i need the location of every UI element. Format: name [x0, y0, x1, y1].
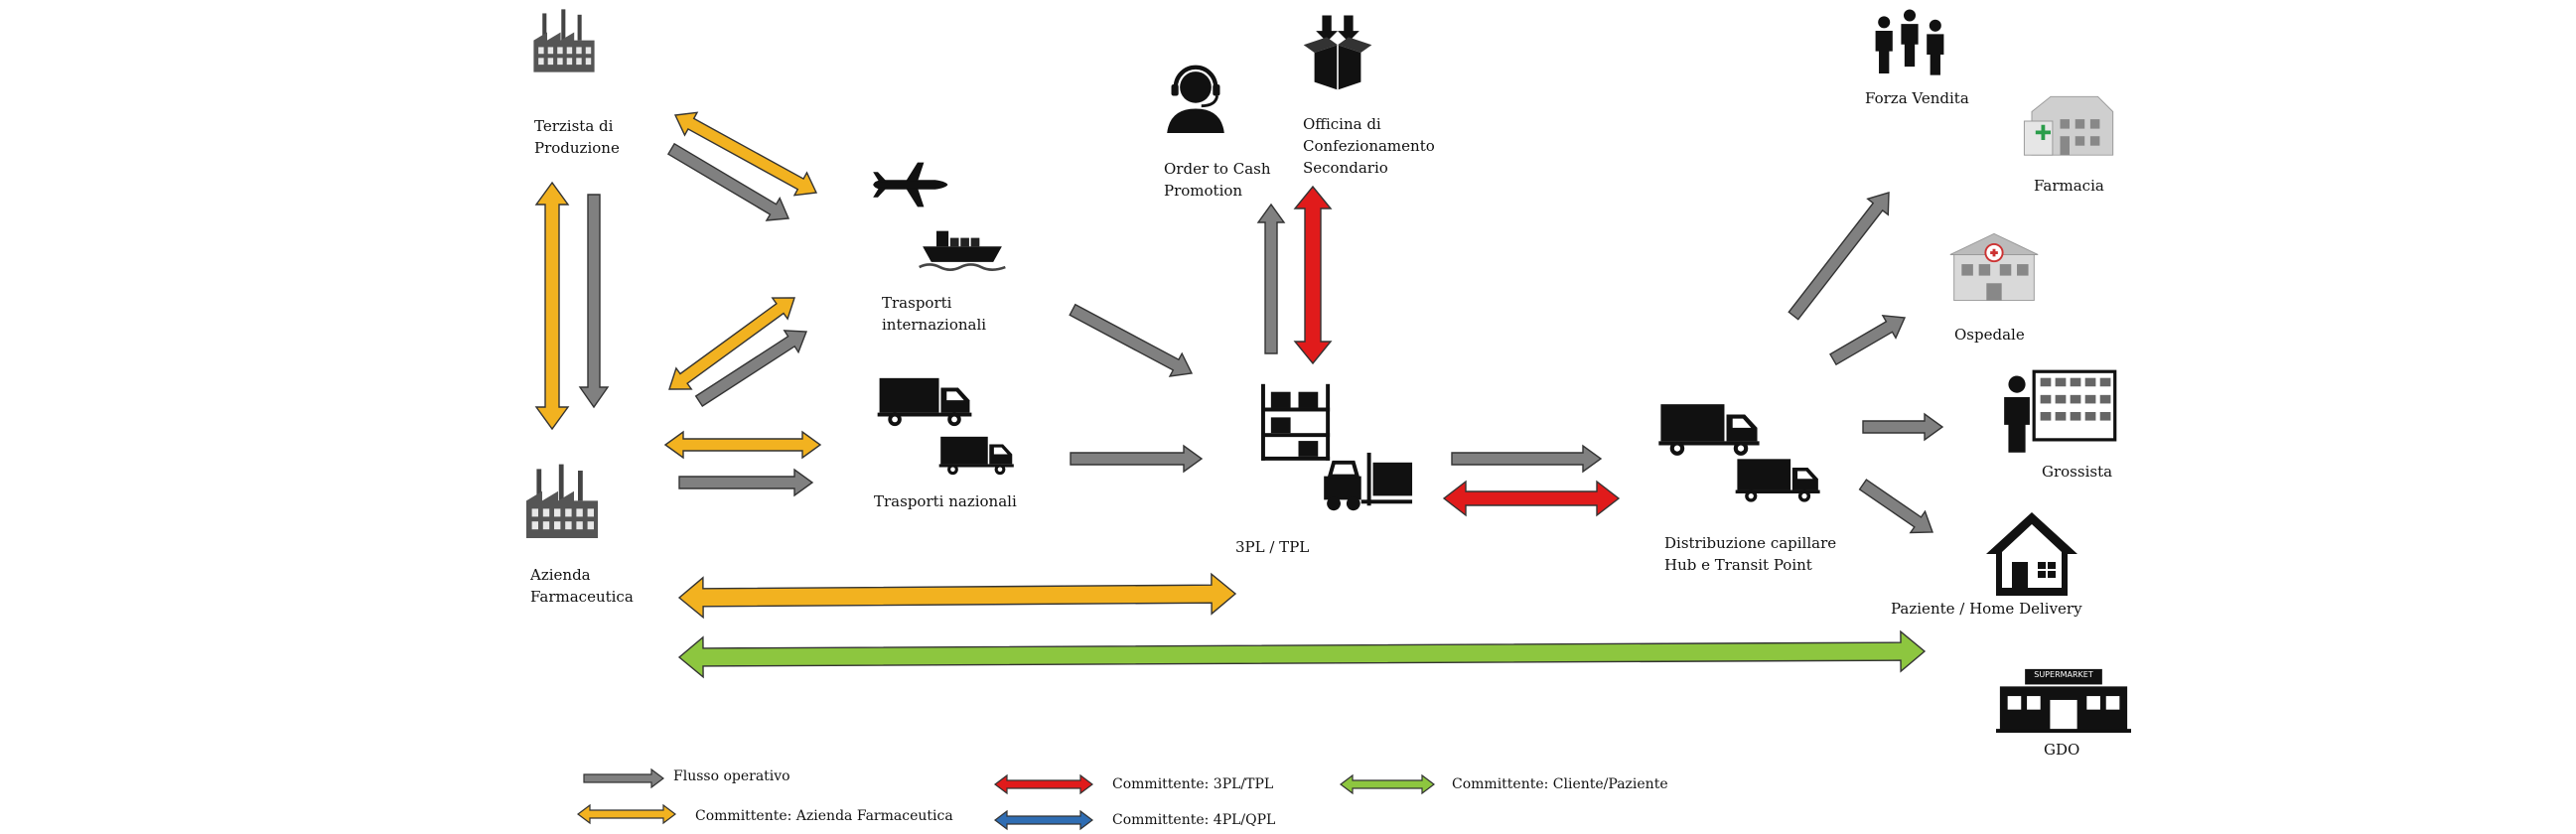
ship-icon: [918, 229, 1007, 272]
flow-arrow-operativo: [666, 142, 790, 221]
terzista-label: Terzista di: [534, 117, 614, 135]
farmacia-label: Farmacia: [2034, 177, 2104, 195]
flow-arrow-operativo: [694, 330, 808, 407]
legend-arrow-cliente: [1340, 773, 1435, 795]
order-to-cash-label: Order to Cash: [1164, 160, 1271, 178]
flow-arrow-azienda: [663, 430, 822, 460]
headset-operator-icon: [1167, 68, 1224, 133]
tpl-label: 3PL / TPL: [1235, 538, 1309, 556]
legend-3pl-tpl: Committente: 3PL/TPL: [1112, 776, 1273, 792]
warehouse-forklift-icon: [1259, 383, 1415, 512]
trasporti-internazionali-label: internazionali: [882, 316, 986, 334]
officina-label: Officina di: [1303, 115, 1381, 133]
legend-arrow-qpl: [994, 809, 1093, 831]
officina-label: Secondario: [1303, 159, 1388, 177]
flow-arrow-operativo: [1862, 412, 1944, 442]
azienda-label: Farmaceutica: [530, 588, 634, 606]
legend-arrow-tpl: [994, 773, 1093, 795]
flow-arrow-operativo: [1256, 203, 1286, 354]
house-icon: [1985, 511, 2078, 597]
flow-arrow-azienda: [673, 111, 818, 197]
order-to-cash-label: Promotion: [1164, 182, 1242, 200]
pharmacy-building-icon: [2023, 95, 2114, 156]
paziente-label: Paziente / Home Delivery: [1891, 600, 2082, 618]
terzista-label: Produzione: [534, 139, 620, 157]
truck-icon: [1658, 404, 1760, 456]
trasporti-internazionali-label: Trasporti: [882, 294, 952, 312]
truck-icon: [877, 377, 972, 427]
legend-arrow-azienda: [577, 803, 676, 825]
flow-arrow-operativo: [1070, 444, 1204, 474]
truck-icon: [1735, 459, 1820, 502]
flow-arrow-azienda-long: [677, 572, 1237, 620]
azienda-label: Azienda: [529, 566, 591, 584]
legend-cliente-paziente: Committente: Cliente/Paziente: [1452, 776, 1668, 792]
officina-label: Confezionamento: [1303, 137, 1435, 155]
legend-4pl-qpl: Committente: 4PL/QPL: [1112, 812, 1275, 828]
factory-icon: [533, 9, 595, 72]
wholesaler-icon: [2002, 369, 2117, 455]
truck-icon: [938, 436, 1014, 476]
flow-arrow-operativo: [678, 468, 814, 497]
trasporti-nazionali-label: Trasporti nazionali: [874, 492, 1017, 510]
airplane-icon: [873, 162, 948, 208]
flow-arrow-operativo: [1451, 444, 1603, 474]
forza-vendita-label: Forza Vendita: [1865, 89, 1969, 107]
flow-arrow-operativo: [1069, 303, 1194, 377]
factory-icon: [526, 464, 598, 538]
legend-flusso-operativo: Flusso operativo: [673, 768, 790, 784]
open-box-icon: [1302, 14, 1373, 91]
people-icon: [1875, 9, 1944, 75]
flow-arrow-operativo: [1858, 479, 1933, 534]
flow-arrow-operativo: [1829, 314, 1907, 366]
flow-arrow-tpl: [1293, 185, 1333, 365]
distribuzione-label: Distribuzione capillare: [1664, 534, 1836, 552]
distribuzione-label: Hub e Transit Point: [1664, 556, 1812, 574]
flow-arrow-azienda: [668, 297, 795, 390]
ospedale-label: Ospedale: [1954, 326, 2025, 344]
gdo-label: GDO: [2044, 741, 2079, 759]
flow-arrow-tpl: [1442, 480, 1621, 517]
legend-arrow-operativo: [583, 767, 664, 789]
grossista-label: Grossista: [2042, 463, 2112, 481]
flow-arrow-cliente-long: [677, 629, 1927, 679]
flow-arrow-azienda: [534, 181, 570, 431]
flow-arrow-operativo: [578, 194, 610, 409]
supermarket-sign: SUPERMARKET: [2034, 670, 2093, 679]
hospital-icon: [1948, 231, 2040, 303]
flow-arrow-operativo: [1788, 192, 1890, 321]
legend-azienda-farmaceutica: Committente: Azienda Farmaceutica: [695, 808, 953, 824]
